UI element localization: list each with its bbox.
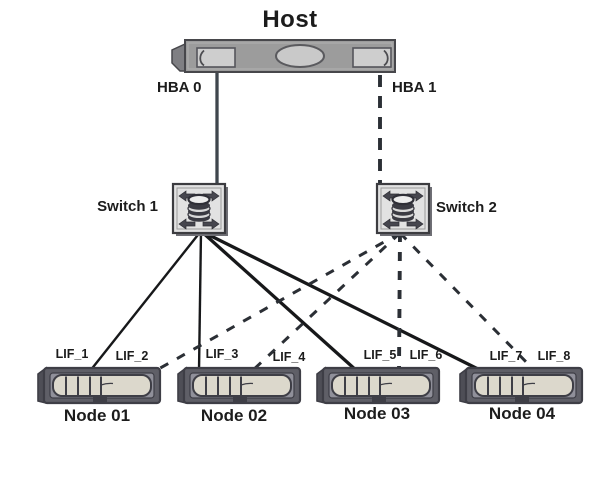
node-02-label: Node 02 <box>200 406 268 425</box>
node-01-icon <box>37 366 162 405</box>
lif-1-label: LIF_1 <box>55 347 89 361</box>
switch-1-label: Switch 1 <box>97 198 158 215</box>
lif-8-label: LIF_8 <box>537 349 571 363</box>
lif-2-label: LIF_2 <box>115 349 149 363</box>
connection-switch-2-lif-8 <box>398 231 537 373</box>
lif-4-label: LIF_4 <box>272 350 306 364</box>
node-02-icon <box>177 366 302 405</box>
node-04-icon <box>459 366 584 405</box>
connection-switch-2-lif-6 <box>397 232 402 372</box>
host-server-icon <box>171 39 396 73</box>
hba1-label: HBA 1 <box>392 79 437 96</box>
switch-1-icon <box>171 182 228 236</box>
host-label: Host <box>262 6 318 33</box>
node-04-label: Node 04 <box>488 404 556 423</box>
switch-2-icon <box>375 182 432 236</box>
node-03-label: Node 03 <box>343 404 411 423</box>
connection-switch-2-lif-4 <box>250 231 402 373</box>
lif-7-label: LIF_7 <box>489 349 523 363</box>
connection-switch-1-lif-7 <box>200 229 483 373</box>
connection-switch-1-lif-1 <box>89 230 202 372</box>
connection-switch-2-lif-2 <box>154 231 401 373</box>
node-03-icon <box>316 366 441 405</box>
hba0-label: HBA 0 <box>157 79 202 96</box>
lif-5-label: LIF_5 <box>363 348 397 362</box>
node-01-label: Node 01 <box>63 406 131 425</box>
switch-2-label: Switch 2 <box>436 199 497 216</box>
lif-3-label: LIF_3 <box>205 347 239 361</box>
connection-lines <box>89 73 537 373</box>
lif-6-label: LIF_6 <box>409 348 443 362</box>
